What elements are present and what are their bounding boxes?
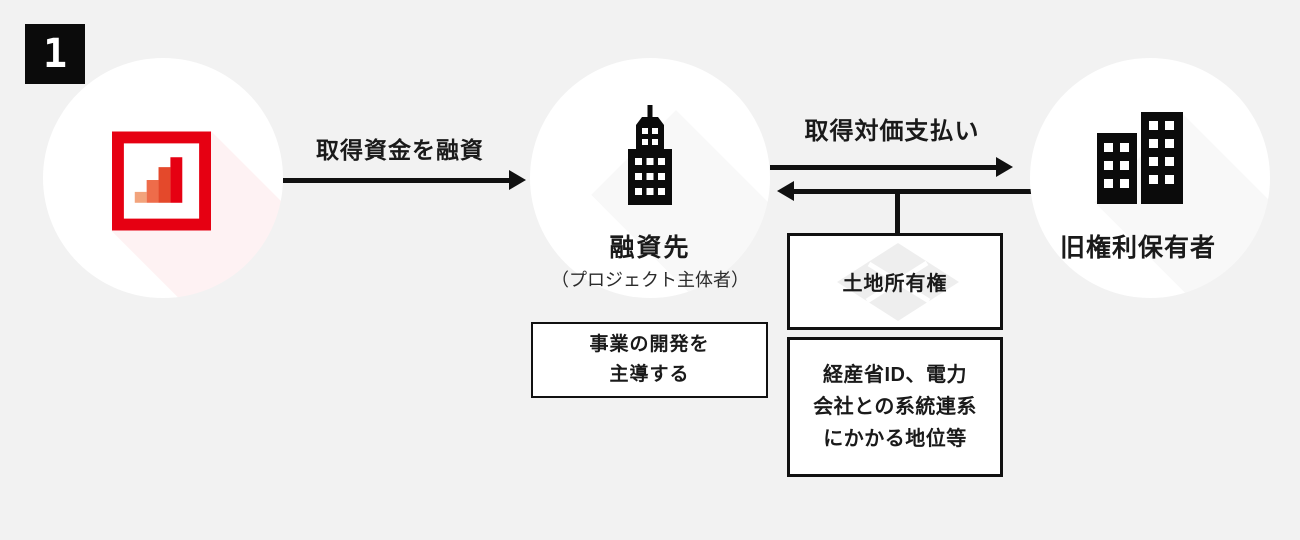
rights-line-2: 会社との系統連系 (813, 396, 977, 418)
office-tower-icon (628, 105, 672, 205)
logo-frame (112, 131, 211, 231)
twin-buildings-icon (1097, 112, 1183, 204)
borrower-sublabel: （プロジェクト主体者） (551, 270, 749, 290)
step-number: 1 (42, 31, 68, 77)
logo-bar-4 (170, 157, 183, 203)
role-line-2: 主導する (609, 364, 690, 385)
loan-arrow-line (283, 178, 510, 183)
land-ownership-label: 土地所有権 (842, 273, 948, 295)
loan-arrow-label: 取得資金を融資 (316, 137, 484, 163)
former-holder-label: 旧権利保有者 (1059, 234, 1216, 262)
rights-line-1: 経産省ID、電力 (823, 364, 967, 386)
role-box: 事業の開発を 主導する (531, 322, 768, 398)
payment-arrowhead-icon (996, 157, 1013, 177)
payment-arrow-line (770, 165, 997, 170)
payment-arrow-label: 取得対価支払い (804, 118, 980, 145)
logo-bar-3 (158, 167, 171, 203)
step-number-badge: 1 (25, 24, 85, 84)
rights-detail-box: 経産省ID、電力 会社との系統連系 にかかる地位等 (787, 337, 1003, 477)
land-plots-icon (837, 243, 959, 321)
loan-arrowhead-icon (509, 170, 526, 190)
transfer-arrowhead-icon (777, 181, 794, 201)
logo-bar-2 (146, 180, 159, 203)
bar-chart-logo-icon (112, 131, 211, 231)
land-ownership-box: 土地所有権 (787, 233, 1003, 330)
node-funder-circle (43, 58, 283, 298)
role-line-1: 事業の開発を (589, 334, 710, 355)
logo-bar-1 (134, 191, 147, 203)
borrower-label: 融資先 (609, 234, 691, 262)
node-former-holder-circle (1030, 58, 1270, 298)
transfer-connector-line (895, 191, 900, 235)
transfer-arrow-line (793, 189, 1032, 194)
node-borrower-circle (530, 58, 770, 298)
rights-line-3: にかかる地位等 (823, 428, 967, 450)
